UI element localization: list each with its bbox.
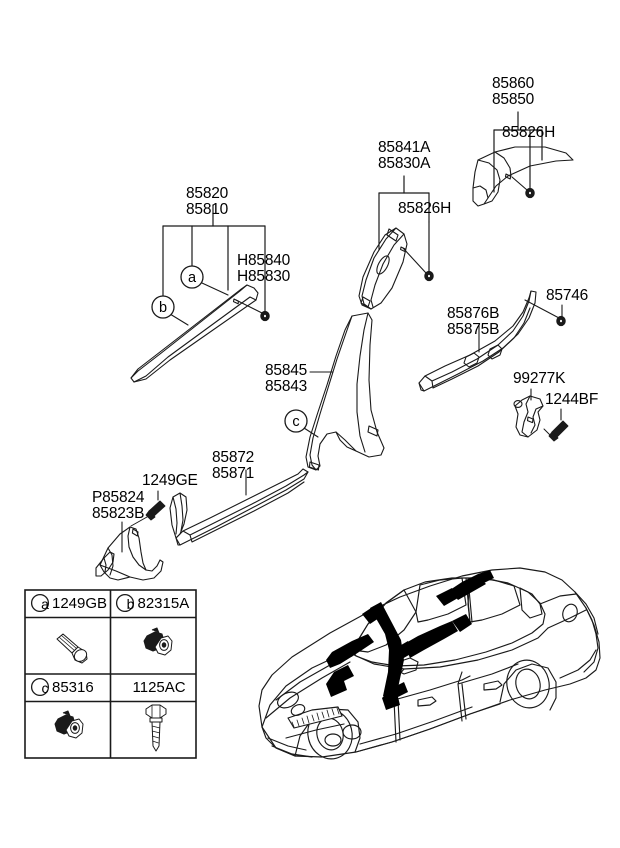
- leader-rear-pillar-group: [493, 111, 543, 193]
- label-rear-door-scuff-trim-line2: 85875B: [447, 320, 500, 338]
- label-center-pillar-lower-trim-line1: 85845: [265, 362, 308, 379]
- label-bracket-screw: 1244BF: [545, 392, 598, 408]
- label-front-door-scuff-trim-line2: 85871: [212, 464, 255, 482]
- label-cowl-side-trim-line2: 85823B: [92, 504, 145, 522]
- leader-clip-rear-to-part: [511, 176, 528, 191]
- legend-circle-b: [115, 593, 135, 613]
- callout-circle-a-front-pillar-letter: a: [188, 270, 197, 286]
- part-center-pillar-upper-trim: [358, 227, 408, 310]
- clip-bead-h85840: [260, 310, 270, 322]
- leader-1244bf-to-part: [543, 428, 553, 438]
- legend-cell-1249gb-part-number: 1249GB: [52, 595, 108, 612]
- callout-circle-c-center-pillar-letter: c: [292, 414, 299, 430]
- legend-cell-1249gb-letter: a: [41, 596, 49, 612]
- hex-tapping-screw-icon: [145, 704, 167, 752]
- legend-table-frame: [24, 589, 197, 759]
- legend-cell-82315a-part-number: 82315A: [137, 595, 190, 612]
- label-center-pillar-clip: 85826H: [398, 201, 451, 217]
- label-center-pillar-upper-trim-line1: 85841A: [378, 139, 431, 156]
- part-screw-1249ge: [145, 500, 166, 521]
- part-cowl-side-trim: [95, 526, 164, 581]
- leader-clip-to-part: [235, 299, 263, 314]
- part-rear-pillar-trim: [472, 146, 574, 207]
- legend-cell-1125ac-part-number: 1125AC: [132, 679, 186, 696]
- legend-circle-a: [30, 593, 50, 613]
- leader-1249ge-to-part: [130, 516, 148, 527]
- legend-letter-circles: [30, 593, 135, 697]
- label-rear-scuff-clip: 85746: [546, 288, 588, 304]
- part-center-pillar-lower-trim: [305, 312, 385, 471]
- label-rear-scuff-clip-line1: 85746: [546, 287, 589, 304]
- clip-bead-85826h-center: [424, 270, 434, 282]
- callout-circle-b-front-pillar: [151, 295, 175, 319]
- label-front-door-scuff-trim-line1: 85872: [212, 449, 255, 466]
- label-rear-pillar-clip: 85826H: [502, 125, 555, 141]
- push-clip-icon: [143, 627, 173, 656]
- legend-cell-82315a-letter: b: [126, 596, 135, 612]
- part-bracket-99277k: [513, 395, 544, 438]
- legend-circle-c: [30, 677, 50, 697]
- label-bracket-line1: 99277K: [513, 370, 566, 387]
- label-front-pillar-trim-line2: 85810: [186, 200, 229, 218]
- clip-bead-85746: [556, 315, 566, 327]
- label-pillar-clip-h-line2: H85830: [237, 267, 291, 285]
- label-pillar-clip-h-line1: H85840: [237, 252, 291, 269]
- part-front-door-scuff-trim: [169, 468, 309, 546]
- label-cowl-trim-clip-line1: 1249GE: [142, 472, 198, 489]
- callout-circle-c-center-pillar: [284, 409, 308, 433]
- part-front-pillar-trim: [130, 284, 259, 383]
- leader-clip-center-to-part: [402, 247, 427, 274]
- label-rear-door-scuff-trim-line1: 85876B: [447, 305, 500, 322]
- label-center-pillar-upper-trim-line2: 85830A: [378, 154, 431, 172]
- label-bracket: 99277K: [513, 371, 565, 387]
- label-cowl-trim-clip: 1249GE: [142, 473, 198, 489]
- label-rear-pillar-clip-line1: 85826H: [502, 124, 556, 141]
- clip-bead-85826h-rear: [525, 187, 535, 199]
- callout-circle-b-front-pillar-letter: b: [159, 300, 167, 316]
- label-cowl-side-trim-line1: P85824: [92, 489, 145, 506]
- label-front-pillar-trim-line1: 85820: [186, 185, 229, 202]
- label-rear-pillar-trim-line2: 85850: [492, 90, 535, 108]
- push-clip-icon-c: [54, 710, 84, 739]
- legend-cell-85316-letter: c: [41, 680, 49, 696]
- part-screw-1244bf: [548, 420, 569, 442]
- part-rear-door-scuff-trim: [418, 290, 537, 392]
- leader-85746-to-part: [524, 299, 560, 319]
- leader-b-to-part: [169, 313, 189, 326]
- leader-front-pillar-group: [162, 204, 266, 314]
- rivet-screw-icon: [56, 633, 88, 664]
- label-bracket-screw-line1: 1244BF: [545, 391, 599, 408]
- label-center-pillar-lower-trim-line2: 85843: [265, 377, 308, 395]
- callout-circle-a-front-pillar: [180, 265, 204, 289]
- legend-cell-85316-part-number: 85316: [52, 679, 94, 696]
- label-center-pillar-clip-line1: 85826H: [398, 200, 452, 217]
- leader-center-pillar-upper-group: [378, 175, 430, 274]
- vehicle-highlight-pillars: [326, 570, 494, 710]
- leader-a-to-part: [201, 282, 229, 296]
- label-rear-pillar-trim-line1: 85860: [492, 75, 535, 92]
